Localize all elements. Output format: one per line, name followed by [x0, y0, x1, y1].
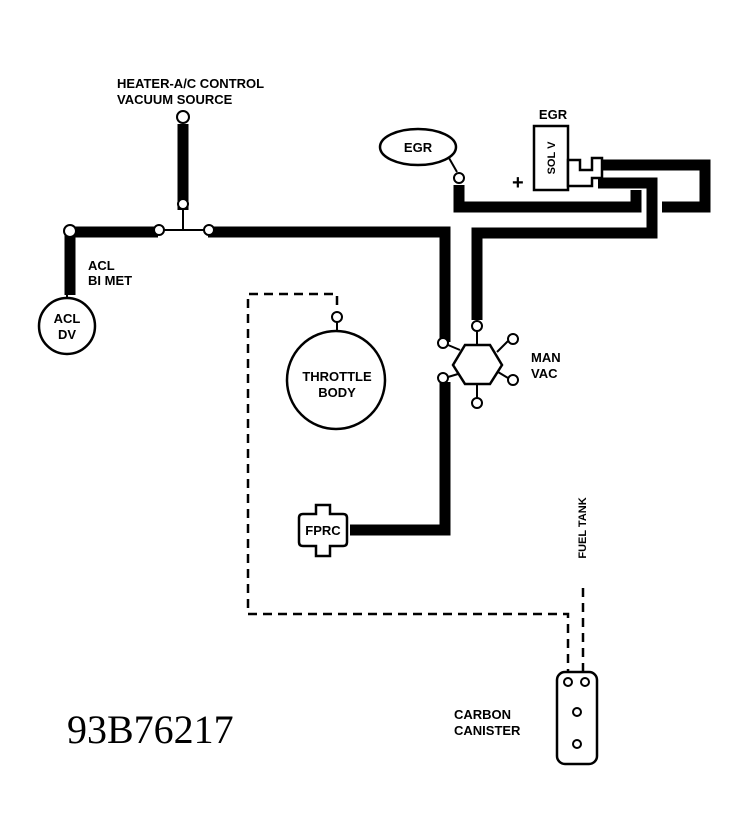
acl-dv [37, 295, 97, 356]
heater-source-label-2: VACUUM SOURCE [117, 92, 233, 107]
manifold-port-bottom [471, 397, 483, 409]
manifold-port-upper-right [507, 333, 519, 345]
manifold-port-lower-right [507, 374, 519, 386]
acl-bimet-port [63, 224, 77, 238]
fuel-tank-label: FUEL TANK [577, 497, 589, 558]
manifold-port-lower-left [437, 372, 449, 384]
tee-port-left [153, 224, 165, 236]
hose-egr-valve [453, 185, 642, 213]
man-vac-label-1: MAN [531, 350, 561, 365]
fprc [297, 503, 349, 558]
manifold-port-top [471, 320, 483, 332]
figure-id: 93B76217 [67, 707, 234, 752]
hose-egr-solenoid-vac [471, 177, 658, 320]
egr-solenoid-title: EGR [539, 107, 568, 122]
manifold-vacuum-tree [437, 320, 519, 409]
carbon-canister-label-2: CANISTER [454, 723, 521, 738]
vacuum-hoses [64, 124, 711, 536]
throttle-body [285, 311, 387, 431]
acl-dv-label-1: ACL [54, 311, 81, 326]
throttle-port [331, 311, 343, 323]
tee-port-top [177, 198, 189, 210]
tee-fitting [153, 198, 215, 236]
egr-valve-label: EGR [404, 140, 433, 155]
manifold-port-upper-left [437, 337, 449, 349]
hose-egr-solenoid-loop [598, 159, 711, 213]
man-vac-label-2: VAC [531, 366, 558, 381]
throttle-body-label-1: THROTTLE [302, 369, 372, 384]
egr-valve [378, 127, 465, 184]
dashed-hoses [246, 292, 585, 672]
acl-bimet-label-2: BI MET [88, 273, 132, 288]
carbon-canister-label-1: CARBON [454, 707, 511, 722]
egr-solenoid-body-label: SOL V [546, 141, 558, 174]
carbon-canister [555, 670, 599, 766]
fprc-label: FPRC [305, 523, 341, 538]
tee-port-right [203, 224, 215, 236]
heater-source-label-1: HEATER-A/C CONTROL [117, 76, 264, 91]
dashed-hose-canister [246, 292, 570, 672]
throttle-body-label-2: BODY [318, 385, 356, 400]
egr-valve-port [453, 172, 465, 184]
hose-fprc [350, 382, 451, 536]
plus-sign: + [512, 172, 524, 194]
acl-dv-label-2: DV [58, 327, 76, 342]
hose-main-right [208, 226, 451, 342]
egr-solenoid [532, 124, 604, 192]
acl-bimet-label-1: ACL [88, 258, 115, 273]
heater-source-port [176, 110, 190, 124]
